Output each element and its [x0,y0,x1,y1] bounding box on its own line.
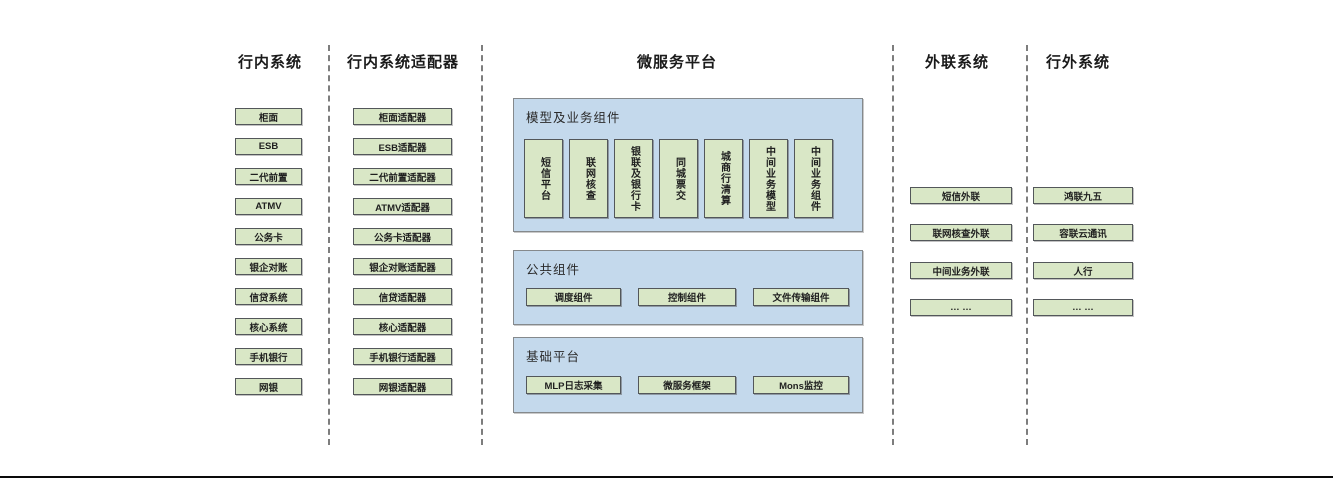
panel-title: 公共组件 [526,263,581,277]
base-platform-box: 微服务框架 [638,376,736,394]
column-divider [481,45,483,445]
inbank-system-box: 手机银行 [235,348,302,365]
column-header-external-systems: 行外系统 [1045,54,1110,71]
column-divider [328,45,330,445]
business-component-box: 银联及银行卡 [614,139,653,218]
business-component-box: 中间业务模型 [749,139,788,218]
column-header-microservice-platform: 微服务平台 [636,54,717,71]
external-system-box: 鸿联九五 [1033,187,1133,204]
adapter-box: 银企对账适配器 [353,258,452,275]
business-component-box: 联网核查 [569,139,608,218]
inbank-system-box: 银企对账 [235,258,302,275]
adapter-box: 二代前置适配器 [353,168,452,185]
adapter-box: 核心适配器 [353,318,452,335]
base-platform-panel: 基础平台 MLP日志采集 微服务框架 Mons监控 [513,337,863,413]
inbank-system-box: 网银 [235,378,302,395]
model-business-components-panel: 模型及业务组件 短信平台 联网核查 银联及银行卡 同城票交 城商行清算 中间业务… [513,98,863,232]
inbank-system-box: ESB [235,138,302,155]
common-components-panel: 公共组件 调度组件 控制组件 文件传输组件 [513,250,863,325]
column-divider [892,45,894,445]
column-header-inbank-adapters: 行内系统适配器 [346,54,459,71]
inbank-system-box: 柜面 [235,108,302,125]
panel-title: 基础平台 [526,350,581,364]
business-component-box: 城商行清算 [704,139,743,218]
business-component-label: 联网核查 [583,156,595,201]
common-component-box: 控制组件 [638,288,736,306]
inbank-system-box: 信贷系统 [235,288,302,305]
external-system-box: 人行 [1033,262,1133,279]
base-platform-box: Mons监控 [753,376,849,394]
inbank-system-box: ATMV [235,198,302,215]
business-component-label: 中间业务模型 [763,145,775,212]
business-component-label: 同城票交 [673,156,685,201]
outreach-system-box: 中间业务外联 [910,262,1012,279]
adapter-box: 柜面适配器 [353,108,452,125]
adapter-box: 公务卡适配器 [353,228,452,245]
inbank-system-box: 核心系统 [235,318,302,335]
outreach-system-box: 短信外联 [910,187,1012,204]
outreach-system-box: 联网核查外联 [910,224,1012,241]
column-header-inbank-systems: 行内系统 [237,54,302,71]
base-platform-box: MLP日志采集 [526,376,621,394]
business-component-box: 同城票交 [659,139,698,218]
adapter-box: 信贷适配器 [353,288,452,305]
column-divider [1026,45,1028,445]
business-component-label: 银联及银行卡 [628,145,640,212]
business-component-box: 短信平台 [524,139,563,218]
adapter-box: 手机银行适配器 [353,348,452,365]
adapter-box: 网银适配器 [353,378,452,395]
external-system-box: 容联云通讯 [1033,224,1133,241]
business-component-label: 中间业务组件 [808,145,820,212]
business-component-label: 城商行清算 [718,151,730,206]
panel-title: 模型及业务组件 [526,111,621,125]
common-component-box: 文件传输组件 [753,288,849,306]
outreach-system-box: … … [910,299,1012,316]
adapter-box: ATMV适配器 [353,198,452,215]
business-component-label: 短信平台 [538,156,550,201]
inbank-system-box: 公务卡 [235,228,302,245]
inbank-system-box: 二代前置 [235,168,302,185]
common-component-box: 调度组件 [526,288,621,306]
external-system-box: … … [1033,299,1133,316]
bottom-border-line [0,476,1333,478]
column-header-outreach-systems: 外联系统 [924,54,989,71]
business-component-box: 中间业务组件 [794,139,833,218]
adapter-box: ESB适配器 [353,138,452,155]
